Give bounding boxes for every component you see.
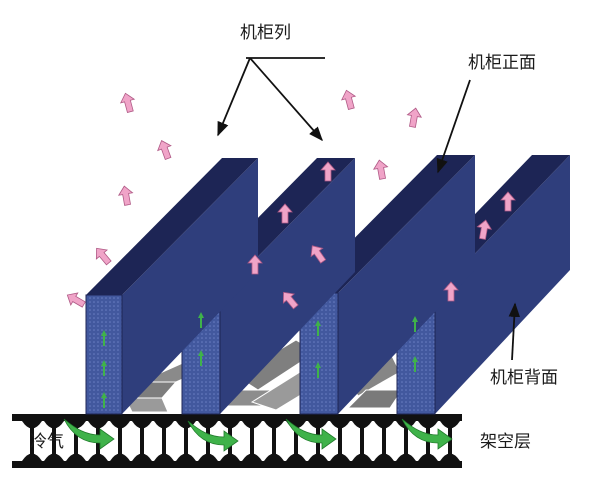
rack-1 (85, 158, 258, 415)
label-cold-air: 冷气 (30, 432, 64, 452)
hot-air-arrow-icon (118, 91, 138, 114)
hot-air-arrow-icon (339, 88, 359, 111)
hot-air-arrow-icon (371, 158, 390, 181)
front-intake-marks (101, 312, 418, 408)
hot-air-arrow-icon (116, 184, 135, 207)
hot-air-arrow-icon (90, 243, 115, 268)
label-rack-back: 机柜背面 (490, 368, 558, 388)
raised-floor (12, 414, 462, 468)
hot-air-arrow-icon (405, 106, 424, 129)
hot-air-arrow-icon (63, 288, 88, 311)
label-rack-front: 机柜正面 (468, 53, 536, 73)
label-rack-row: 机柜列 (240, 23, 291, 43)
label-raised-floor: 架空层 (480, 432, 531, 452)
hot-air-arrow-icon (154, 137, 176, 162)
callout-lines (217, 57, 521, 361)
